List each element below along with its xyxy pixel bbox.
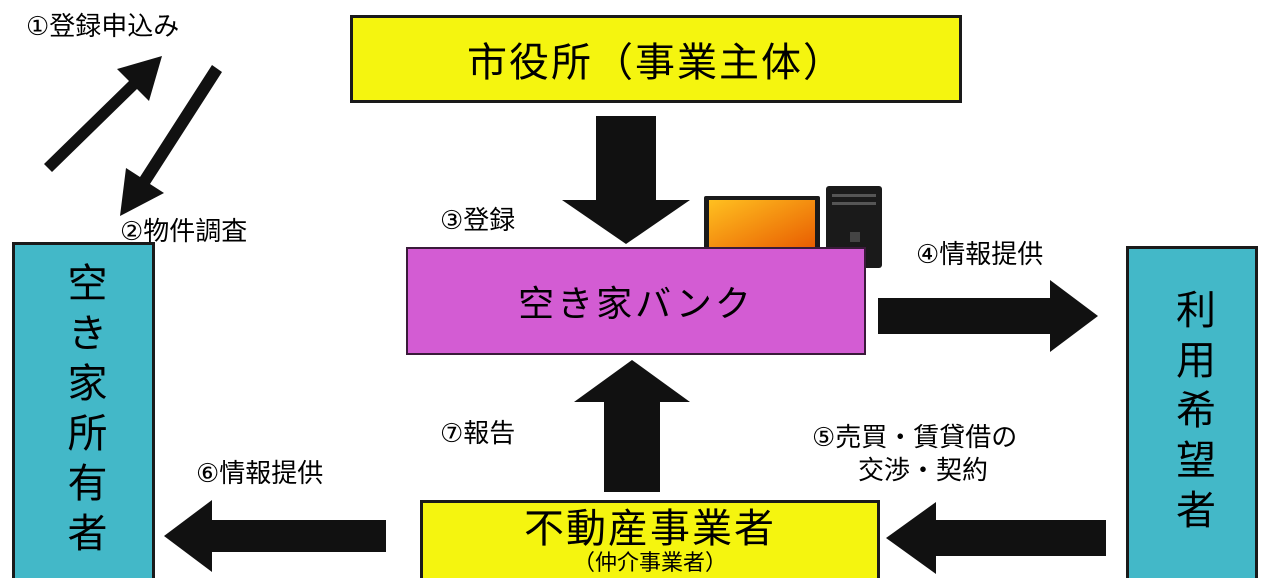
step-3-label: ③登録 [440,206,516,236]
akiya-bank-box: 空き家バンク [406,247,866,355]
akiya-bank-label: 空き家バンク [518,284,754,325]
arrow-registration-down [562,116,690,244]
step-4-label: ④情報提供 [916,240,1044,270]
arrow-info-to-owner [164,500,386,572]
owner-label: 空き家所有者 [60,261,107,562]
real-estate-agent-box: 不動産事業者 （仲介事業者） [420,500,880,578]
arrow-info-to-user [878,280,1098,352]
owner-box: 空き家所有者 [12,242,155,578]
step-6-label: ⑥情報提供 [196,459,324,489]
city-hall-label: 市役所（事業主体） [467,40,845,86]
agent-label: 不動産事業者 [524,506,776,552]
step-7-label: ⑦報告 [440,419,516,449]
step-1-label: ①登録申込み [26,12,180,42]
step-2-label: ②物件調査 [120,217,248,247]
arrow-property-survey [120,65,222,216]
arrow-registration-application [44,56,162,172]
user-box: 利用希望者 [1126,246,1258,578]
user-label: 利用希望者 [1169,288,1215,539]
arrow-negotiation [886,502,1106,574]
step-5-label-line1: ⑤売買・賃貸借の [812,423,1018,453]
arrow-report-up [574,360,690,492]
agent-sublabel: （仲介事業者） [572,551,727,576]
city-hall-box: 市役所（事業主体） [350,15,962,103]
step-5-label-line2: 交渉・契約 [858,456,989,486]
